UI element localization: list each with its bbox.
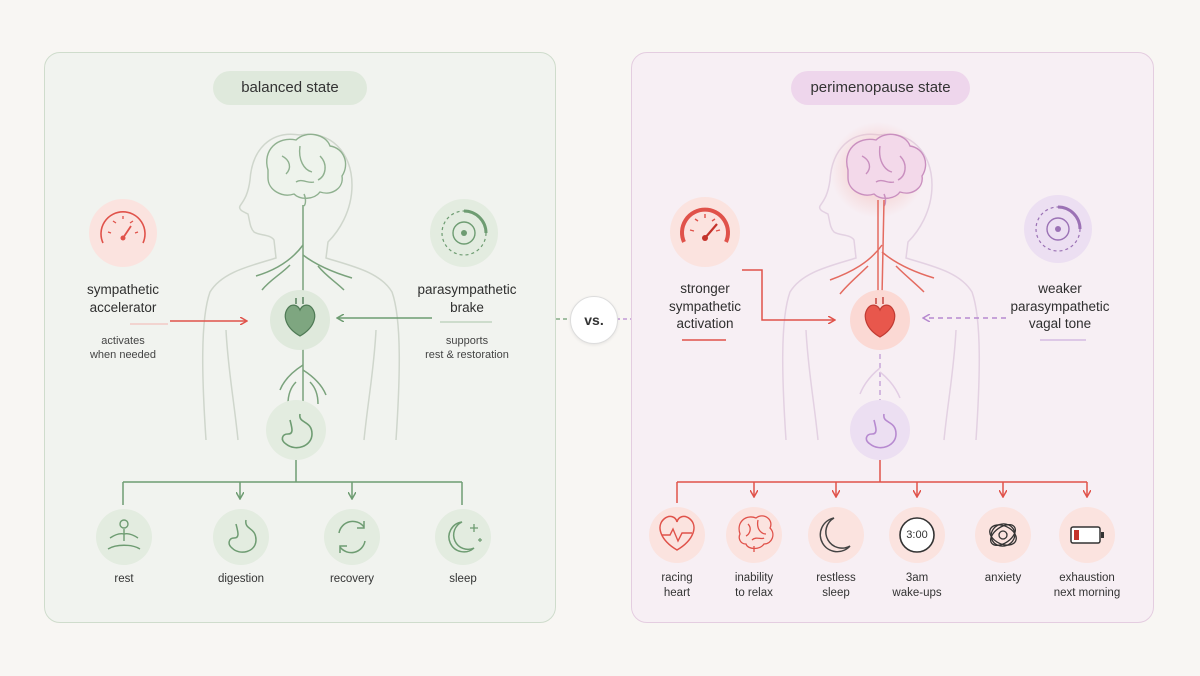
left-outcome-tree [122, 460, 463, 505]
low-battery-icon [1059, 507, 1115, 563]
meditation-icon [96, 509, 152, 565]
left-sympathetic-note: activates when needed [89, 335, 157, 362]
speedometer-icon [670, 197, 740, 267]
stomach-icon [266, 400, 326, 460]
tangled-brain-icon [726, 507, 782, 563]
heart-icon [850, 290, 910, 350]
brake-dial-icon [1024, 195, 1092, 263]
stomach-icon [850, 400, 910, 460]
right-outcome-tree [676, 460, 1087, 503]
speedometer-icon [89, 199, 157, 267]
right-outcome-inability-to-relax: inability to relax [734, 572, 774, 599]
right-outcome-restless-sleep: restless sleep [816, 572, 856, 599]
stomach-icon [213, 509, 269, 565]
right-nerve-trunk [829, 199, 935, 297]
right-parasympathetic-label: weaker parasympathetic vagal tone [1010, 281, 1110, 332]
right-body-silhouette [781, 133, 981, 441]
left-outcome-sleep: sleep [449, 573, 477, 585]
cycle-arrows-icon [324, 509, 380, 565]
clock-icon-text: 3:00 [906, 529, 928, 541]
brake-dial-icon [430, 199, 498, 267]
left-outcome-digestion: digestion [217, 573, 265, 585]
left-parasympathetic-label: parasympathetic brake [417, 282, 517, 315]
left-sympathetic-label: sympathetic accelerator [86, 282, 160, 315]
heart-icon [270, 290, 330, 350]
left-outcome-recovery: recovery [329, 573, 375, 585]
heart-pulse-icon [649, 507, 705, 563]
moon-stars-icon [435, 509, 491, 565]
vs-badge: vs. [570, 296, 618, 344]
crescent-moon-icon [808, 507, 864, 563]
balanced-state-title: balanced state [213, 71, 367, 105]
right-outcome-3am-wake-ups: 3am wake-ups [892, 572, 942, 599]
left-parasympathetic-note: supports rest & restoration [425, 335, 509, 362]
right-sympathetic-label: stronger sympathetic activation [668, 281, 742, 332]
clock-icon [889, 507, 945, 563]
left-nerve-trunk [255, 205, 353, 415]
left-outcome-rest: rest [114, 573, 134, 585]
left-body-silhouette [201, 133, 401, 441]
scribble-icon [975, 507, 1031, 563]
right-outcome-exhaustion-next-morning: exhaustion next morning [1053, 572, 1121, 599]
brain-icon [266, 133, 347, 207]
right-outcome-anxiety: anxiety [984, 572, 1022, 584]
right-outcome-racing-heart: racing heart [661, 572, 693, 599]
perimenopause-state-title: perimenopause state [791, 71, 970, 105]
sympathetic-arrow [742, 269, 834, 320]
brain-icon [846, 133, 927, 207]
